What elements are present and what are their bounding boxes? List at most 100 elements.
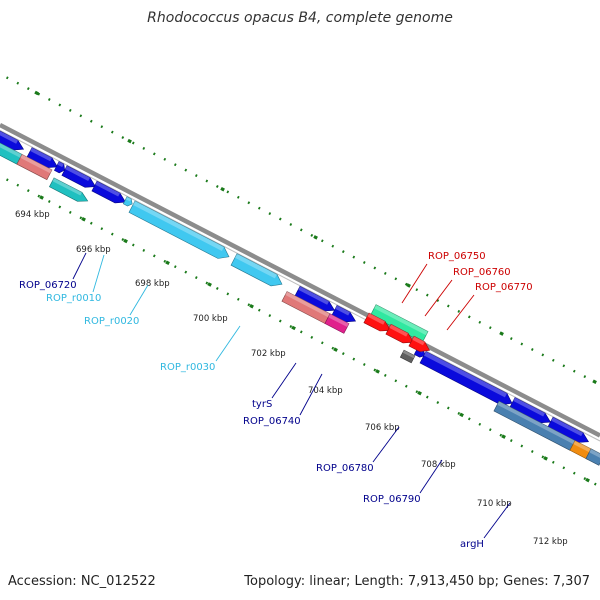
rrna-arrow-shine bbox=[52, 177, 82, 196]
trna-block-shine bbox=[20, 154, 52, 174]
leader-line bbox=[401, 263, 428, 304]
rrna-arrow-shine bbox=[132, 200, 224, 251]
gene-arrow-shine bbox=[551, 417, 583, 437]
scale-label: 704 kbp bbox=[308, 386, 343, 396]
rrna-arrow-shine bbox=[234, 253, 277, 279]
tick-dash-upper bbox=[220, 186, 225, 192]
rrna-block-shine bbox=[0, 143, 22, 158]
highlight-arrow bbox=[363, 312, 392, 332]
tick-dash-lower bbox=[501, 434, 506, 439]
highlight-arrow-shine bbox=[412, 336, 425, 346]
leader-line bbox=[92, 254, 105, 293]
leader-line bbox=[129, 284, 149, 316]
scale-label: 696 kbp bbox=[76, 245, 111, 255]
gene-arrow-shine bbox=[30, 147, 52, 162]
gene-arrow bbox=[53, 161, 66, 174]
small-block bbox=[399, 349, 416, 364]
gene-arrow-shine bbox=[125, 196, 132, 202]
scale-label: 694 kbp bbox=[15, 210, 50, 220]
rrna-arrow bbox=[128, 200, 230, 259]
feature-label-ROP_r0030: ROP_r0030 bbox=[160, 362, 215, 373]
tick-dash-upper bbox=[499, 331, 504, 336]
genome-backbone-shadow bbox=[0, 130, 600, 442]
leader-line bbox=[424, 279, 453, 317]
trna-block-shine bbox=[285, 291, 330, 318]
tick-dash-lower bbox=[249, 303, 254, 309]
leader-line bbox=[446, 294, 475, 331]
feature-label-ROP_06770: ROP_06770 bbox=[475, 282, 533, 293]
rrna-arrow bbox=[48, 177, 89, 202]
leader-line bbox=[72, 252, 87, 280]
gene-arrow-shine bbox=[57, 161, 64, 168]
tick-dash-upper bbox=[406, 283, 411, 288]
gene-arrow bbox=[26, 147, 59, 169]
tick-dash-lower bbox=[123, 238, 128, 244]
gene-arrow-shine bbox=[513, 397, 545, 417]
gene-arrow bbox=[122, 196, 133, 207]
highlight-arrow bbox=[408, 335, 430, 352]
gene-arrow-shine bbox=[65, 165, 90, 181]
tick-dash-lower bbox=[375, 369, 380, 374]
scale-label: 712 kbp bbox=[533, 537, 568, 547]
steel-block-shine bbox=[589, 448, 600, 458]
highlight-arrow bbox=[385, 323, 415, 344]
tick-dash-lower bbox=[207, 282, 212, 287]
tick-row-lower bbox=[5, 178, 597, 486]
tick-dash-lower bbox=[291, 325, 296, 331]
gene-arrow bbox=[294, 285, 336, 312]
feature-label-tyrS: tyrS bbox=[252, 399, 272, 410]
feature-label-ROP_r0020: ROP_r0020 bbox=[84, 316, 139, 327]
highlight-block-shine bbox=[374, 304, 428, 336]
gene-arrow-shine bbox=[0, 131, 18, 144]
tick-dash-upper bbox=[592, 379, 597, 384]
tick-row-upper bbox=[5, 76, 597, 384]
genome-summary: Topology: linear; Length: 7,913,450 bp; … bbox=[244, 574, 590, 589]
feature-label-ROP_06740: ROP_06740 bbox=[243, 416, 301, 427]
genome-backbone bbox=[0, 123, 600, 438]
gene-arrow bbox=[547, 416, 590, 443]
feature-label-ROP_r0010: ROP_r0010 bbox=[46, 293, 101, 304]
scale-label: 706 kbp bbox=[365, 423, 400, 433]
gene-arrow bbox=[0, 130, 25, 151]
scale-label: 702 kbp bbox=[251, 349, 286, 359]
scale-label: 710 kbp bbox=[477, 499, 512, 509]
feature-label-argH: argH bbox=[460, 539, 484, 550]
trna-block bbox=[16, 153, 53, 181]
tick-dash-lower bbox=[417, 390, 422, 396]
gene-arrow-shine bbox=[423, 351, 507, 398]
steel-block-shine bbox=[497, 401, 575, 444]
gene-arrow-shine bbox=[335, 305, 350, 316]
leader-line bbox=[215, 325, 241, 362]
tick-dash-lower bbox=[585, 477, 590, 483]
trna-block-shine bbox=[328, 313, 349, 327]
gene-arrow bbox=[61, 165, 97, 188]
feature-label-ROP_06780: ROP_06780 bbox=[316, 463, 374, 474]
leader-line bbox=[419, 459, 443, 494]
feature-label-ROP_06720: ROP_06720 bbox=[19, 280, 77, 291]
tick-dash-lower bbox=[165, 260, 170, 265]
gene-arrow bbox=[91, 180, 127, 204]
tick-dash-lower bbox=[39, 195, 44, 200]
tick-dash-lower bbox=[543, 456, 548, 461]
feature-label-ROP_06760: ROP_06760 bbox=[453, 267, 511, 278]
tick-dash-upper bbox=[313, 235, 318, 240]
trna-block bbox=[324, 313, 350, 334]
map-title: Rhodococcus opacus B4, complete genome bbox=[147, 10, 453, 26]
feature-label-ROP_06750: ROP_06750 bbox=[428, 251, 486, 262]
tick-dash-lower bbox=[459, 412, 464, 418]
leader-line bbox=[271, 362, 297, 399]
tick-dash-upper bbox=[34, 90, 39, 96]
leader-line bbox=[299, 373, 323, 416]
leader-line bbox=[483, 502, 511, 539]
gene-arrow-shine bbox=[298, 286, 329, 305]
orange-block-shine bbox=[573, 440, 593, 454]
gene-arrow-shine bbox=[95, 181, 120, 197]
highlight-arrow-shine bbox=[389, 324, 408, 337]
tick-dash-lower bbox=[81, 217, 86, 222]
feature-label-ROP_06790: ROP_06790 bbox=[363, 494, 421, 505]
tick-dash-upper bbox=[127, 138, 132, 144]
leader-line bbox=[372, 426, 400, 463]
gene-arrow bbox=[509, 397, 552, 424]
scale-label: 698 kbp bbox=[135, 279, 170, 289]
